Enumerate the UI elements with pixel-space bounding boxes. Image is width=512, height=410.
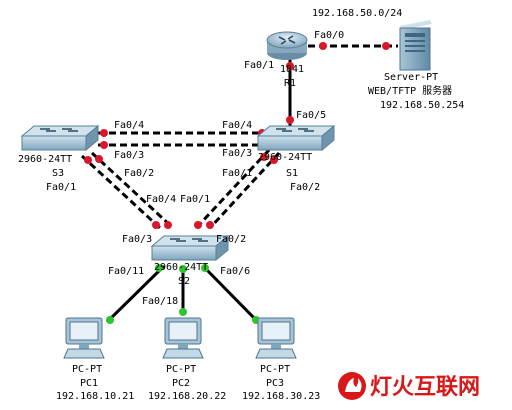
cable-s2-pc3[interactable] [201,264,260,324]
pc1-ip-label: 192.168.10.21 [56,391,134,402]
port-label-s1-fa04: Fa0/4 [222,120,252,131]
pc2-ip-label: 192.168.20.22 [148,391,226,402]
pc-icon [162,317,204,359]
pc1-name-label: PC1 [80,378,98,389]
cable-s1-s2-fa02[interactable] [208,151,281,230]
switch-icon [20,124,100,152]
s3-name-label: S3 [52,168,64,179]
s2-name-label: S2 [178,276,190,287]
port-label-r1-fa00: Fa0/0 [314,30,344,41]
port-label-s3-fa03: Fa0/3 [114,150,144,161]
cables [80,44,398,324]
cable-s3-s2-fa01[interactable] [80,154,162,230]
watermark: 灯火互联网 [338,372,480,400]
switch-icon [150,234,230,262]
switch-s2[interactable] [150,234,230,262]
port-label-s2-fa03: Fa0/3 [122,234,152,245]
pc2-name-label: PC2 [172,378,190,389]
labels: 192.168.50.0/24 Fa0/0 Fa0/1 1841 R1 Fa0/… [18,8,464,402]
link-dot-s2-fa03 [152,221,160,229]
server-role-label: WEB/TFTP 服务器 [368,84,452,97]
s2-model-label: 2960-24TT [154,262,208,273]
port-label-s1-fa05: Fa0/5 [296,110,326,121]
link-dot-s2-fa018 [179,265,187,273]
link-dot-s2-fa01 [194,221,202,229]
pc3-type-label: PC-PT [260,364,290,375]
port-label-s1-fa01: Fa0/1 [222,168,252,179]
s1-model-label: 2960-24TT [258,152,312,163]
cable-s3-s2-fa02[interactable] [90,151,173,228]
port-label-s2-fa06: Fa0/6 [220,266,250,277]
server-icon [399,20,432,71]
link-dot-s1-fa05 [286,116,294,124]
router-r1[interactable] [266,31,308,60]
s1-name-label: S1 [286,168,298,179]
switch-s1[interactable] [256,124,336,152]
link-dot-s1-fa02 [270,156,278,164]
cable-s1-s2-fa01[interactable] [196,148,271,228]
router-model-label: 1841 [280,64,304,75]
link-dot-s3-fa02 [95,155,103,163]
link-dot-pc1 [106,316,114,324]
pc3[interactable] [255,317,297,359]
server-type-label: Server-PT [384,72,438,83]
switch-icon [256,124,336,152]
port-label-s2-fa02: Fa0/2 [216,234,246,245]
pc3-name-label: PC3 [266,378,284,389]
port-label-s2-fa011: Fa0/11 [108,266,144,277]
link-dot-s2-fa04 [164,221,172,229]
link-dot-s3-fa03 [100,141,108,149]
switch-s3[interactable] [20,124,100,152]
cable-s2-pc1[interactable] [105,264,166,324]
link-dot-s3-fa01 [84,156,92,164]
link-dot-s2-fa02 [206,221,214,229]
router-icon [266,31,308,60]
link-dot-s1-fa01 [260,153,268,161]
server-ip-label: 192.168.50.254 [380,100,464,111]
flame-logo-icon [338,372,366,400]
link-dot-s3-fa04 [100,129,108,137]
pc2[interactable] [162,317,204,359]
port-label-s2-fa01: Fa0/1 [180,194,210,205]
link-dot-server [382,42,390,50]
link-dot-r1-fa00 [319,42,327,50]
port-label-s2-fa04: Fa0/4 [146,194,176,205]
link-dot-pc2 [179,308,187,316]
port-label-s3-fa02: Fa0/2 [124,168,154,179]
port-label-r1-fa01: Fa0/1 [244,60,274,71]
port-label-s3-fa04: Fa0/4 [114,120,144,131]
port-label-s1-fa03: Fa0/3 [222,148,252,159]
port-label-s1-fa02: Fa0/2 [290,182,320,193]
server[interactable] [399,20,432,71]
network-label: 192.168.50.0/24 [312,8,402,19]
router-name-label: R1 [284,78,296,89]
watermark-text: 灯火互联网 [370,375,480,400]
port-label-s2-fa018: Fa0/18 [142,296,178,307]
pc-icon [255,317,297,359]
pc1-type-label: PC-PT [72,364,102,375]
link-dot-r1-fa01 [286,62,294,70]
pc2-type-label: PC-PT [166,364,196,375]
pc3-ip-label: 192.168.30.23 [242,391,320,402]
pc-icon [63,317,105,359]
pc1[interactable] [63,317,105,359]
link-dot-s2-fa011 [155,264,163,272]
s3-model-label: 2960-24TT [18,154,72,165]
link-dot-s2-fa06 [201,264,209,272]
port-label-s3-fa01: Fa0/1 [46,182,76,193]
